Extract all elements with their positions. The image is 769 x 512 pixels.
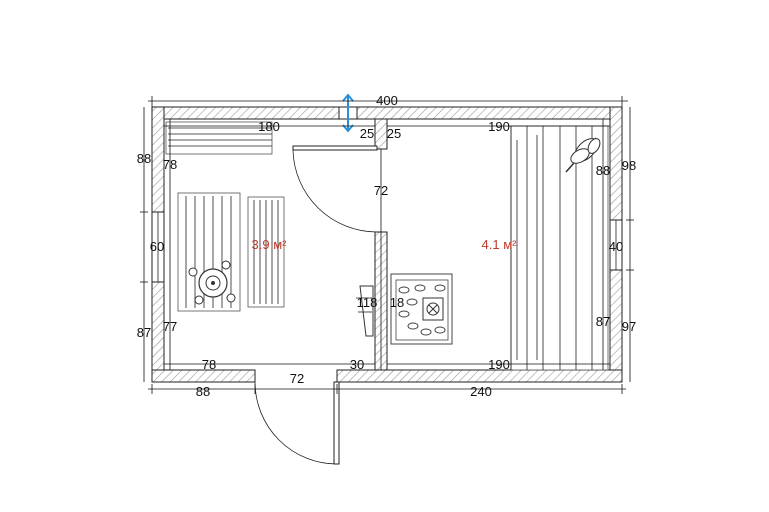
dim-left-top: 180 (258, 119, 280, 134)
dim-partition-lower-left: 118 (357, 295, 378, 310)
heater-stove-icon (390, 273, 453, 345)
dim-right-lower-outer: 97 (622, 319, 636, 334)
room-area-right: 4.1 м² (482, 237, 518, 252)
dim-left-lower-inner: 77 (163, 319, 177, 334)
dim-right-upper-inner: 88 (596, 163, 610, 178)
dim-right-bottom: 190 (488, 357, 510, 372)
tea-set-icon (188, 260, 236, 305)
birch-broom-icon (565, 137, 601, 173)
dim-right-lower-inner: 87 (596, 314, 610, 329)
dim-left-lower-outer: 87 (137, 325, 151, 340)
windows (151, 211, 623, 283)
dim-bottom-left-outer: 88 (196, 384, 210, 399)
bench-table (177, 192, 285, 312)
shelf-top-left (165, 121, 273, 155)
dim-left-upper-inner: 78 (163, 157, 177, 172)
door-swing-icon (254, 145, 378, 465)
dim-partition-door: 72 (374, 183, 388, 198)
walls (151, 106, 623, 383)
dim-right-middle: 40 (609, 239, 623, 254)
dim-partition-right: 25 (387, 126, 401, 141)
dim-overall-top: 400 (376, 93, 398, 108)
door-marker-icon (338, 93, 358, 133)
dim-partition-left: 25 (360, 126, 374, 141)
dim-bottom-left-inner: 78 (202, 357, 216, 372)
room-area-left: 3.9 м² (252, 237, 288, 252)
dim-bottom-partition: 30 (350, 357, 364, 372)
dim-right-upper-outer: 98 (622, 158, 636, 173)
sauna-benches (510, 125, 609, 371)
dim-bottom-right-outer: 240 (470, 384, 492, 399)
dim-left-middle: 60 (150, 239, 164, 254)
dim-partition-lower-right: 18 (390, 295, 404, 310)
dim-left-upper-outer: 88 (137, 151, 151, 166)
coat-hook-icon (356, 285, 374, 337)
dim-bottom-door: 72 (290, 371, 304, 386)
dim-right-top: 190 (488, 119, 510, 134)
dimension-labels: 400 180 25 25 190 88 78 60 87 77 72 118 … (137, 93, 636, 399)
dimension-lines (140, 96, 634, 394)
